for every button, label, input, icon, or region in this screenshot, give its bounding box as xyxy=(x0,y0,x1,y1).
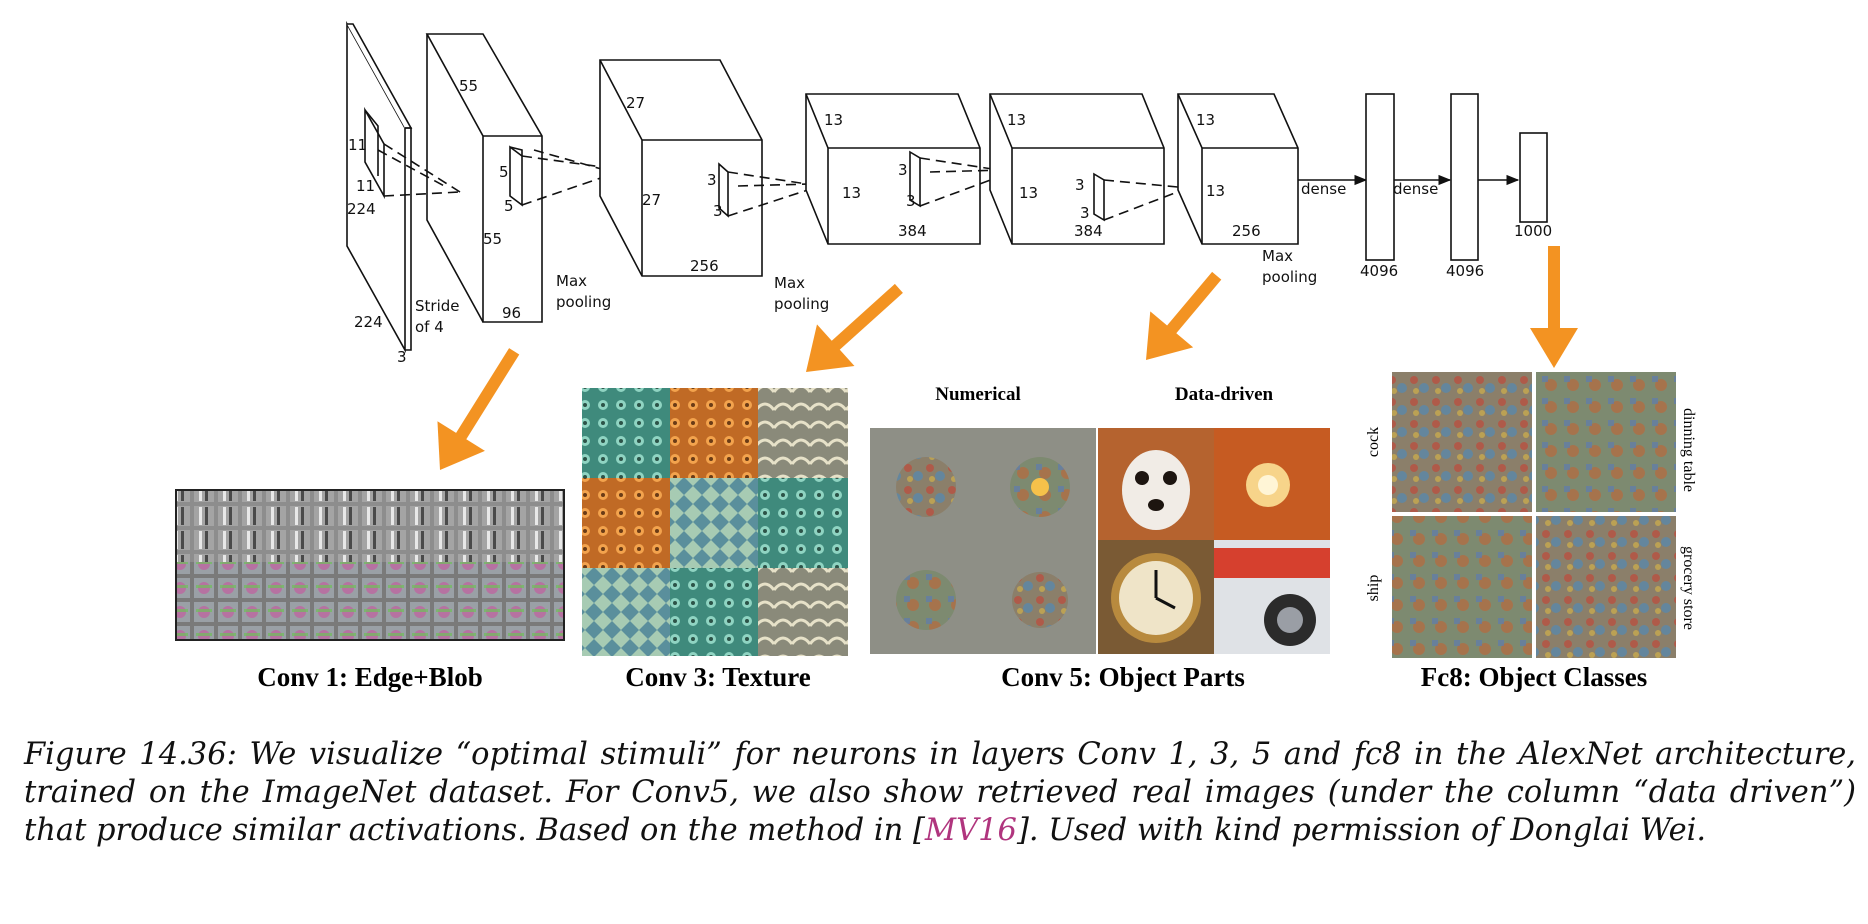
conv1-depth-label: 96 xyxy=(502,304,521,322)
conv4-h-label: 13 xyxy=(1007,111,1026,129)
input-depth-label: 3 xyxy=(397,348,407,366)
dense1-size: 4096 xyxy=(1360,262,1398,280)
conv1-w-label: 55 xyxy=(483,230,502,248)
fc8-label-cock: cock xyxy=(1365,427,1382,457)
input-width-label: 224 xyxy=(354,313,383,331)
conv4-kernel-label-2: 3 xyxy=(1080,204,1090,222)
pool2-label-1: Max xyxy=(774,274,805,292)
alexnet-figure: 11 11 224 224 3 55 5 5 55 96 Stride of 4… xyxy=(175,20,1697,692)
stride-label-1: Stride xyxy=(415,297,460,315)
conv5-panel-title: Conv 5: Object Parts xyxy=(1001,662,1245,692)
fc8-panel-title: Fc8: Object Classes xyxy=(1421,662,1647,692)
pool3-label-2: pooling xyxy=(1262,268,1317,286)
conv5-numerical-header: Numerical xyxy=(935,384,1020,405)
dense2-size: 4096 xyxy=(1446,262,1484,280)
caption-text: Figure 14.36: We visualize “optimal stim… xyxy=(24,737,1856,848)
conv1-panel-title: Conv 1: Edge+Blob xyxy=(257,662,482,692)
fc8-cock-image xyxy=(1392,372,1532,512)
dense1-label: dense xyxy=(1301,180,1346,198)
conv2-h-label: 27 xyxy=(626,94,645,112)
conv2-kernel-label-2: 3 xyxy=(713,202,723,220)
conv1-filters-gray xyxy=(176,490,564,562)
conv3-h-label: 13 xyxy=(824,111,843,129)
arrow-conv3 xyxy=(806,283,903,372)
conv3-kernel-label-1: 3 xyxy=(898,161,908,179)
conv3-kernel-label-2: 3 xyxy=(906,192,916,210)
conv1-block xyxy=(425,33,543,323)
fc8-table-image xyxy=(1536,372,1676,512)
conv5-datadriven-header: Data-driven xyxy=(1175,384,1274,405)
conv1-panel: Conv 1: Edge+Blob xyxy=(175,489,565,692)
fc8-label-ship: ship xyxy=(1365,575,1382,602)
dense1-block xyxy=(1365,93,1395,261)
conv2-kernel-label-1: 3 xyxy=(707,171,717,189)
conv3-panel-title: Conv 3: Texture xyxy=(625,662,811,692)
conv1-filters-color xyxy=(176,562,564,640)
conv3-panel: Conv 3: Texture xyxy=(582,388,848,692)
caption-text-end: ]. Used with kind permission of Donglai … xyxy=(1016,813,1707,848)
dense2-label: dense xyxy=(1393,180,1438,198)
conv5-numerical-images xyxy=(870,428,1096,654)
pool3-label-1: Max xyxy=(1262,247,1293,265)
dense2-block xyxy=(1450,93,1479,261)
conv5-w-label: 13 xyxy=(1206,182,1225,200)
conv1-h-label: 55 xyxy=(459,77,478,95)
conv4-depth-label: 384 xyxy=(1074,222,1103,240)
conv1-kernel-label-2: 5 xyxy=(504,197,514,215)
fc8-label-grocery-store: grocery store xyxy=(1680,546,1697,630)
output-block xyxy=(1519,132,1548,223)
conv2-depth-label: 256 xyxy=(690,257,719,275)
stride-label-2: of 4 xyxy=(415,318,444,336)
figure-caption: Figure 14.36: We visualize “optimal stim… xyxy=(24,736,1856,850)
pool1-label-2: pooling xyxy=(556,293,611,311)
conv4-block xyxy=(989,93,1165,245)
input-kernel-label-1: 11 xyxy=(348,136,367,154)
conv1-kernel-label-1: 5 xyxy=(499,163,509,181)
pool2-label-2: pooling xyxy=(774,295,829,313)
conv5-h-label: 13 xyxy=(1196,111,1215,129)
conv4-w-label: 13 xyxy=(1019,184,1038,202)
conv5-block xyxy=(1177,93,1299,245)
conv3-w-label: 13 xyxy=(842,184,861,202)
conv2-w-label: 27 xyxy=(642,191,661,209)
output-size: 1000 xyxy=(1514,222,1552,240)
pool1-label-1: Max xyxy=(556,272,587,290)
citation-link[interactable]: MV16 xyxy=(924,813,1017,848)
input-block xyxy=(346,20,413,354)
conv3-depth-label: 384 xyxy=(898,222,927,240)
input-kernel-label-2: 11 xyxy=(356,177,375,195)
conv3-block xyxy=(805,93,981,245)
fc8-label-dinning-table: dinning table xyxy=(1680,408,1697,492)
fc8-panel: cock dinning table ship grocery store Fc… xyxy=(1365,372,1697,692)
conv5-panel: Numerical Data-driven xyxy=(870,384,1330,692)
arrow-fc8 xyxy=(1530,246,1578,368)
fc8-ship-image xyxy=(1392,516,1532,658)
conv4-kernel-label-1: 3 xyxy=(1075,176,1085,194)
conv2-block xyxy=(599,59,763,277)
input-height-label: 224 xyxy=(347,200,376,218)
conv5-depth-label: 256 xyxy=(1232,222,1261,240)
arrow-conv1 xyxy=(437,348,520,470)
arrow-conv5 xyxy=(1146,271,1222,360)
network-diagram: 11 11 224 224 3 55 5 5 55 96 Stride of 4… xyxy=(346,20,1552,366)
highlight-arrows xyxy=(437,246,1578,470)
conv5-datadriven-images xyxy=(1098,428,1330,654)
fc8-grocery-image xyxy=(1536,516,1676,658)
